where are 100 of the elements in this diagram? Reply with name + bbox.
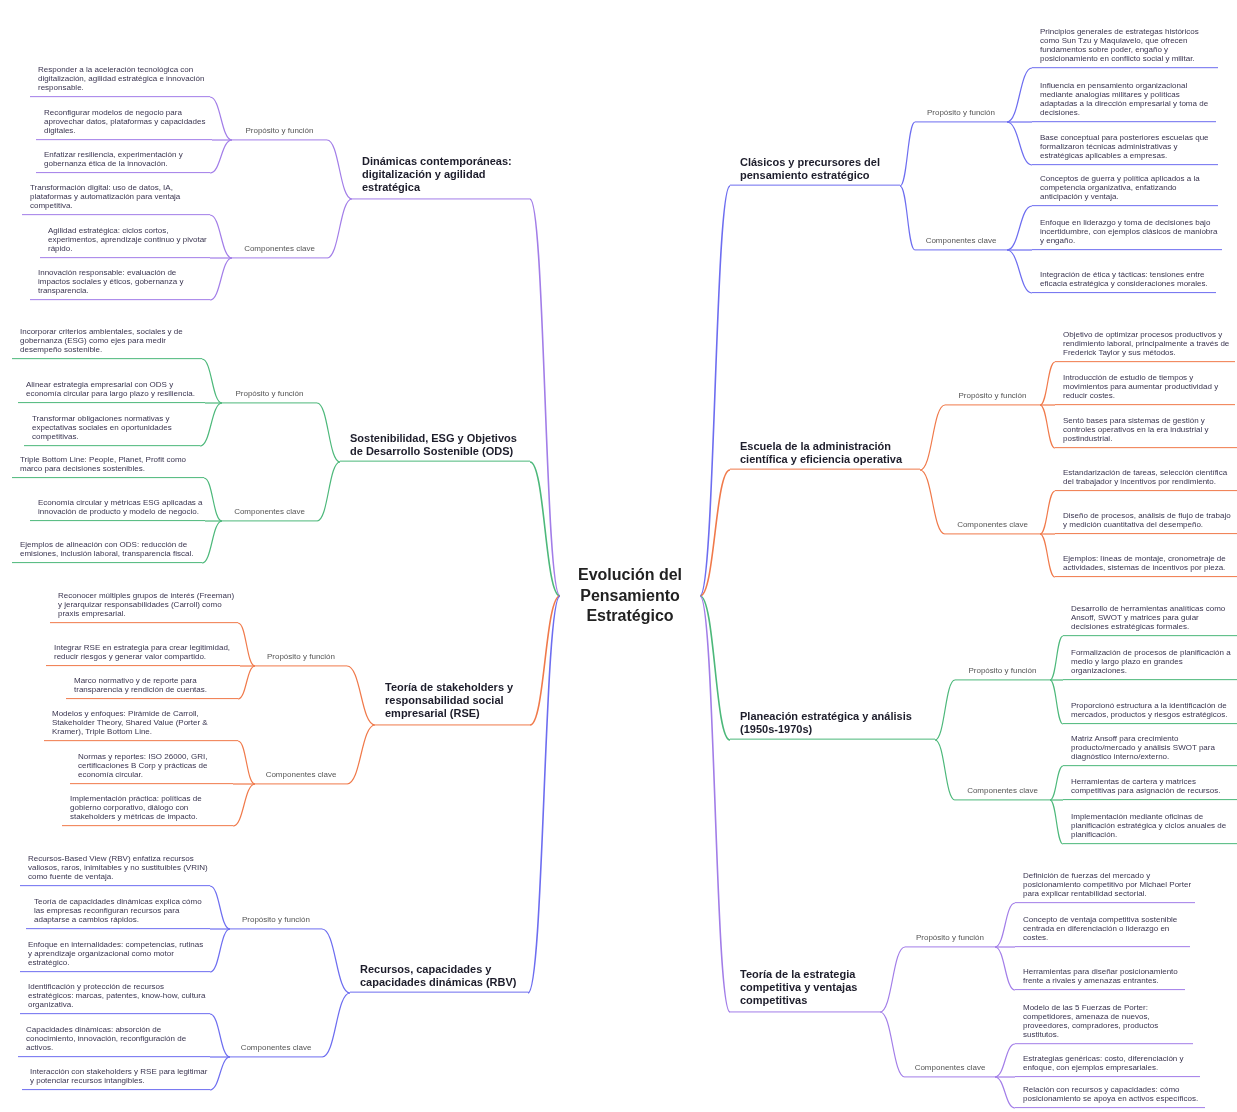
branch-connector <box>994 902 1016 948</box>
subtopic-label: Propósito y función <box>905 933 995 947</box>
branch-connector <box>201 520 223 564</box>
branch-connector <box>326 139 353 200</box>
branch-connector <box>994 1043 1016 1078</box>
leaf-topic: Integración de ética y tácticas: tensiones entre eficacia estratégica y consideraciones morales. <box>1032 271 1216 293</box>
branch-connector <box>1049 679 1064 681</box>
branch-connector <box>209 1013 231 1058</box>
leaf-topic: Concepto de ventaja competitiva sostenible centrada en diferenciación o liderazgo en costes. <box>1015 916 1190 947</box>
branch-topic: Teoría de la estrategia competitiva y ventajas competitivas <box>730 968 880 1012</box>
leaf-topic: Relación con recursos y capacidades: cómo posicionamiento se apoya en activos específicos. <box>1015 1086 1205 1108</box>
leaf-topic: Implementación práctica: políticas de gobierno corporativo, diálogo con stakeholders y métricas de impacto. <box>62 795 233 826</box>
leaf-topic: Innovación responsable: evaluación de impactos sociales y éticos, gobernanza y transparencia. <box>30 269 210 300</box>
leaf-topic: Herramientas para diseñar posicionamiento frente a rivales y amenazas entrantes. <box>1015 968 1185 990</box>
branch-topic: Teoría de stakeholders y responsabilidad social empresarial (RSE) <box>375 681 530 725</box>
leaf-topic: Estandarización de tareas, selección científica del trabajador y incentivos por rendimiento. <box>1055 469 1237 491</box>
branch-connector <box>994 1076 1016 1109</box>
branch-connector <box>209 96 233 141</box>
branch-connector <box>232 783 256 827</box>
branch-connector <box>1039 404 1056 406</box>
leaf-topic: Reconfigurar modelos de negocio para aprovechar datos, plataformas y capacidades digitales. <box>36 109 212 140</box>
branch-connector <box>199 402 223 447</box>
branch-connector <box>209 257 233 301</box>
leaf-topic: Influencia en pensamiento organizacional mediante analogías militares y políticas adaptadas a la dirección empresarial y toma de decisiones. <box>1032 82 1216 122</box>
leaf-topic: Objetivo de optimizar procesos productivos y rendimiento laboral, principalmente a través de Frederick Taylor y sus métodos. <box>1055 331 1235 362</box>
branch-connector <box>994 946 1016 948</box>
leaf-topic: Estrategias genéricas: costo, diferenciación y enfoque, con ejemplos empresariales. <box>1015 1055 1200 1077</box>
subtopic-label: Componentes clave <box>905 1063 995 1077</box>
leaf-topic: Principios generales de estrategas históricos como Sun Tzu y Maquiavelo, que ofrecen fundamentos sobre poder, engaño y posicionamiento en conflicto social y militar. <box>1032 28 1218 68</box>
branch-connector <box>879 1011 906 1078</box>
leaf-topic: Modelo de las 5 Fuerzas de Porter: competidores, amenaza de nuevos, proveedores, compradores, productos sustitutos. <box>1015 1004 1193 1044</box>
branch-connector <box>527 595 561 994</box>
subtopic-label: Propósito y función <box>955 666 1050 680</box>
subtopic-label: Componentes clave <box>232 244 327 258</box>
branch-connector <box>237 740 256 785</box>
branch-connector <box>529 461 561 597</box>
branch-connector <box>239 665 256 667</box>
leaf-topic: Alinear estrategia empresarial con ODS y economía circular para largo plazo y resiliencia. <box>18 381 205 403</box>
branch-connector <box>209 1056 231 1091</box>
leaf-topic: Sentó bases para sistemas de gestión y controles operativos en la era industrial y postindustrial. <box>1055 417 1237 448</box>
branch-connector <box>919 404 946 471</box>
branch-connector <box>321 992 351 1058</box>
branch-connector <box>204 520 223 522</box>
branch-connector <box>237 622 256 667</box>
branch-connector <box>699 595 731 1013</box>
leaf-topic: Interacción con stakeholders y RSE para legitimar y potenciar recursos intangibles. <box>22 1068 210 1090</box>
leaf-topic: Base conceptual para posteriores escuelas que formalizaron técnicas administrativas y estratégicas aplicables a empresas. <box>1032 134 1218 165</box>
branch-connector <box>209 885 231 930</box>
branch-connector <box>209 928 231 973</box>
leaf-topic: Teoría de capacidades dinámicas explica cómo las empresas reconfiguran recursos para adaptarse a cambios rápidos. <box>26 898 210 929</box>
leaf-topic: Responder a la aceleración tecnológica con digitalización, agilidad estratégica e innovación responsable. <box>30 66 210 97</box>
branch-connector <box>346 724 376 785</box>
branch-connector <box>1049 765 1064 801</box>
branch-connector <box>529 595 561 726</box>
branch-connector <box>529 198 561 597</box>
leaf-topic: Modelos y enfoques: Pirámide de Carroll, Stakeholder Theory, Shared Value (Porter & Kramer), Triple Bottom Line. <box>44 710 238 741</box>
subtopic-label: Propósito y función <box>915 108 1007 122</box>
leaf-topic: Capacidades dinámicas: absorción de conocimiento, innovación, reconfiguración de activos. <box>18 1026 210 1057</box>
leaf-topic: Transformación digital: uso de datos, IA, plataformas y automatización para ventaja competitiva. <box>22 184 210 215</box>
leaf-topic: Normas y reportes: ISO 26000, GRI, certificaciones B Corp y prácticas de economía circular. <box>70 753 233 784</box>
branch-connector <box>1049 679 1064 725</box>
branch-connector <box>994 946 1016 991</box>
subtopic-label: Propósito y función <box>230 915 322 929</box>
branch-topic: Recursos, capacidades y capacidades dinámicas (RBV) <box>350 962 528 993</box>
branch-connector <box>699 469 731 597</box>
subtopic-label: Propósito y función <box>222 389 317 403</box>
branch-connector <box>237 665 256 700</box>
leaf-topic: Ejemplos: líneas de montaje, cronometraje de actividades, sistemas de incentivos por pieza. <box>1055 555 1237 577</box>
branch-connector <box>1039 533 1056 578</box>
branch-topic: Clásicos y precursores del pensamiento estratégico <box>730 155 900 186</box>
branch-connector <box>1039 490 1056 535</box>
subtopic-label: Componentes clave <box>255 770 347 784</box>
branch-connector <box>209 139 233 174</box>
leaf-topic: Introducción de estudio de tiempos y movimientos para aumentar productividad y reducir costes. <box>1055 374 1235 405</box>
central-topic: Evolución del Pensamiento Estratégico <box>560 560 700 632</box>
leaf-topic: Matriz Ansoff para crecimiento producto/mercado y análisis SWOT para diagnóstico interno/externo. <box>1063 735 1237 766</box>
branch-connector <box>1006 67 1033 123</box>
leaf-topic: Integrar RSE en estrategia para crear legitimidad, reducir riesgos y generar valor compartido. <box>46 644 240 666</box>
branch-connector <box>1039 533 1056 535</box>
subtopic-label: Componentes clave <box>955 786 1050 800</box>
subtopic-label: Componentes clave <box>915 236 1007 250</box>
leaf-topic: Economía circular y métricas ESG aplicadas a innovación de producto y modelo de negocio. <box>30 499 205 521</box>
leaf-topic: Enfoque en liderazgo y toma de decisiones bajo incertidumbre, con ejemplos clásicos de maniobra y engaño. <box>1032 219 1222 250</box>
branch-connector <box>209 257 233 259</box>
leaf-topic: Definición de fuerzas del mercado y posicionamiento competitivo por Michael Porter para explicar rentabilidad sectorial. <box>1015 872 1195 903</box>
leaf-topic: Enfoque en internalidades: competencias, rutinas y aprendizaje organizacional como motor estratégico. <box>20 941 210 972</box>
branch-topic: Escuela de la administración científica y eficiencia operativa <box>730 439 920 470</box>
leaf-topic: Incorporar criterios ambientales, sociales y de gobernanza (ESG) como ejes para medir desempeño sostenible. <box>12 328 202 359</box>
branch-connector <box>232 783 256 785</box>
branch-connector <box>209 1056 231 1058</box>
leaf-topic: Marco normativo y de reporte para transparencia y rendición de cuentas. <box>66 677 238 699</box>
branch-connector <box>1039 361 1056 406</box>
subtopic-label: Propósito y función <box>255 652 347 666</box>
leaf-topic: Proporcionó estructura a la identificación de mercados, productos y riesgos estratégicos. <box>1063 702 1237 724</box>
branch-connector <box>1006 205 1033 251</box>
branch-connector <box>899 185 916 251</box>
subtopic-label: Componentes clave <box>222 507 317 521</box>
leaf-topic: Agilidad estratégica: ciclos cortos, experimentos, aprendizaje continuo y pivotar rápido. <box>40 227 210 258</box>
branch-connector <box>1006 121 1033 123</box>
leaf-topic: Ejemplos de alineación con ODS: reducción de emisiones, inclusión laboral, transparencia fiscal. <box>12 541 202 563</box>
